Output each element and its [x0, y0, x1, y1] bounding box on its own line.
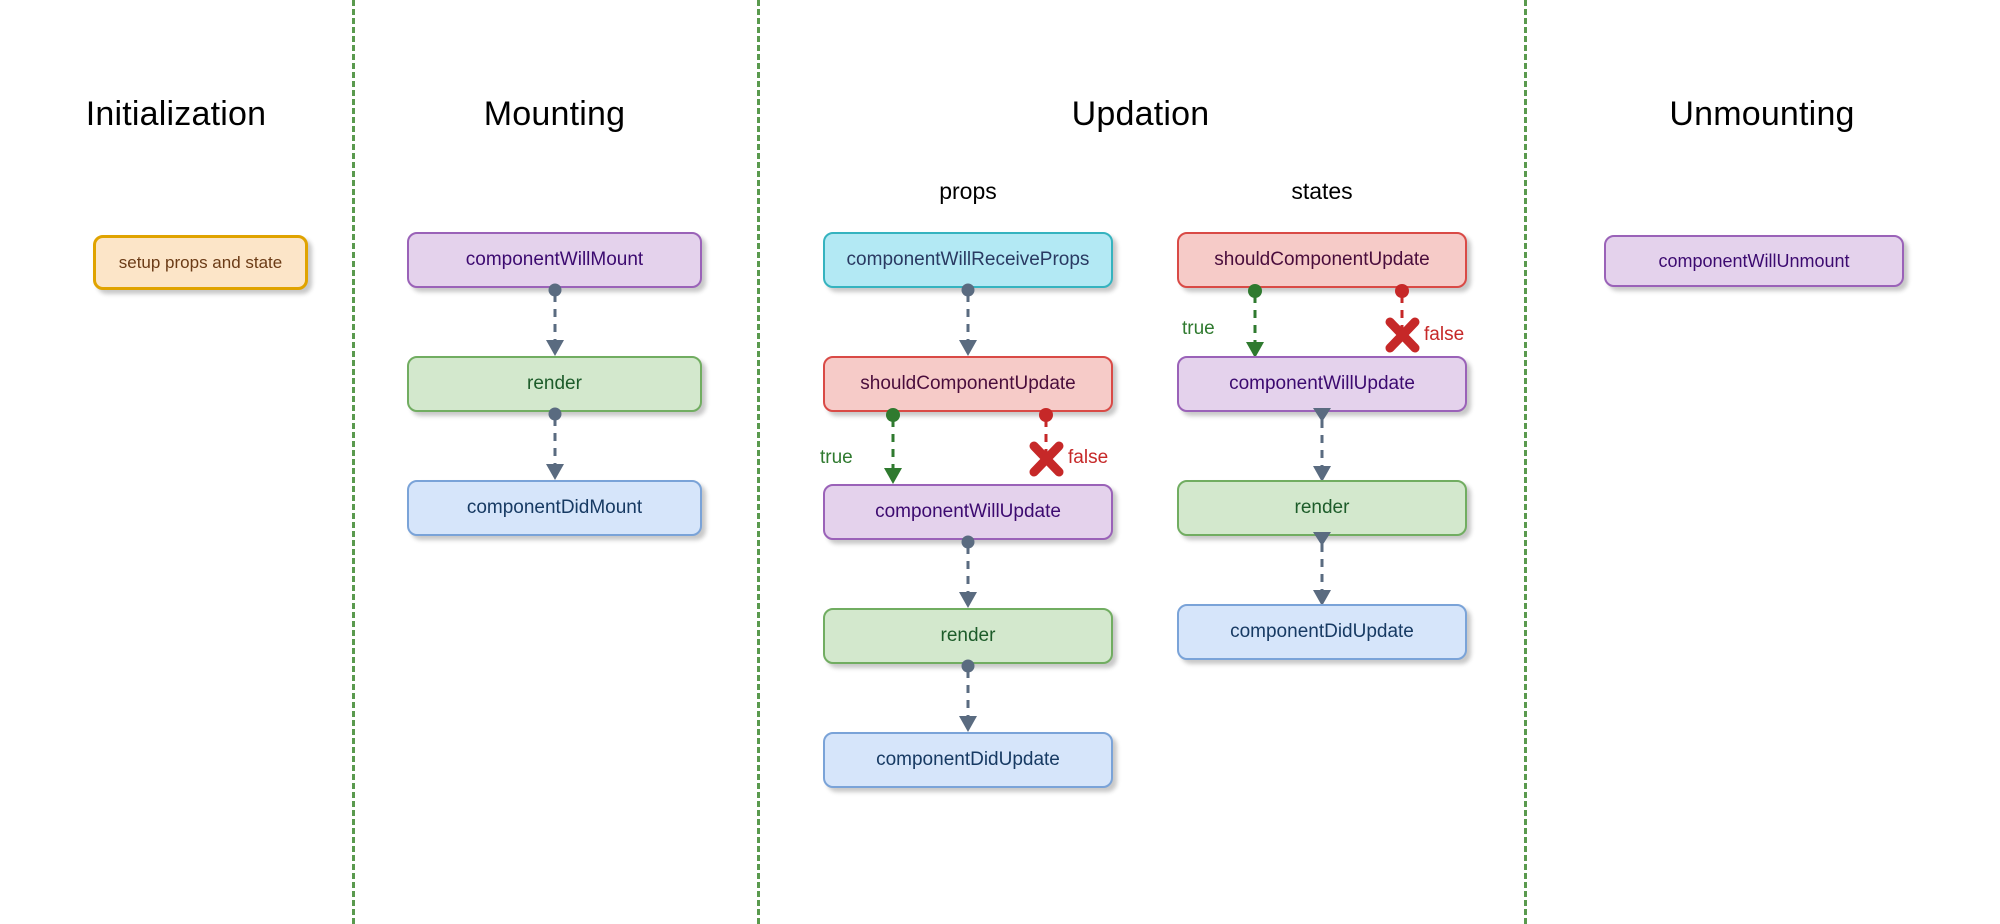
node-should-component-update-props[interactable]: shouldComponentUpdate	[823, 356, 1113, 412]
node-render-props[interactable]: render	[823, 608, 1113, 664]
connector-source-arrowhead	[1313, 408, 1331, 422]
connector-source-dot	[961, 535, 975, 549]
true-branch-arrowhead	[1246, 342, 1264, 358]
connector-props-false-branch	[1029, 408, 1064, 477]
edge-label-props-false: false	[1068, 447, 1109, 468]
section-divider-3	[1524, 0, 1527, 924]
connector-source-dot	[548, 283, 562, 297]
connector-states-true-branch	[1246, 284, 1264, 358]
node-component-will-update-states[interactable]: componentWillUpdate	[1177, 356, 1467, 412]
connector-arrowhead	[546, 464, 564, 480]
connector-arrowhead	[959, 592, 977, 608]
true-branch-dot	[1248, 284, 1262, 298]
connector-source-dot	[961, 283, 975, 297]
connector-arrowhead	[1313, 466, 1331, 482]
node-should-component-update-states[interactable]: shouldComponentUpdate	[1177, 232, 1467, 288]
section-divider-2	[757, 0, 760, 924]
node-render-mounting[interactable]: render	[407, 356, 702, 412]
connector-arrowhead	[959, 716, 977, 732]
section-divider-1	[352, 0, 355, 924]
connector-render-to-did-update-props	[959, 659, 977, 732]
edge-label-props-true: true	[820, 447, 853, 468]
connector-will-update-to-render-states	[1313, 408, 1331, 482]
connector-will-mount-to-render	[546, 283, 564, 356]
node-component-did-mount[interactable]: componentDidMount	[407, 480, 702, 536]
false-branch-x-icon	[1029, 441, 1064, 477]
section-title-unmounting: Unmounting	[1669, 95, 1855, 133]
connector-source-dot	[548, 407, 562, 421]
node-render-states[interactable]: render	[1177, 480, 1467, 536]
edge-label-states-false: false	[1424, 324, 1465, 345]
false-branch-x-icon	[1385, 317, 1420, 353]
node-component-will-update-props[interactable]: componentWillUpdate	[823, 484, 1113, 540]
connector-props-true-branch	[884, 408, 902, 484]
true-branch-arrowhead	[884, 468, 902, 484]
connector-states-false-branch	[1385, 284, 1420, 353]
subsection-title-props: props	[939, 178, 997, 204]
connector-receive-props-to-should-update	[959, 283, 977, 356]
subsection-title-states: states	[1291, 178, 1353, 204]
section-title-mounting: Mounting	[483, 95, 626, 133]
node-component-did-update-props[interactable]: componentDidUpdate	[823, 732, 1113, 788]
connector-arrowhead	[546, 340, 564, 356]
node-component-will-mount[interactable]: componentWillMount	[407, 232, 702, 288]
node-component-will-receive-props[interactable]: componentWillReceiveProps	[823, 232, 1113, 288]
connector-render-to-did-update-states	[1313, 532, 1331, 606]
section-title-initialization: Initialization	[85, 95, 267, 133]
node-component-will-unmount[interactable]: componentWillUnmount	[1604, 235, 1904, 287]
section-title-updation: Updation	[1071, 95, 1210, 133]
connector-source-arrowhead	[1313, 532, 1331, 546]
node-setup-props-and-state[interactable]: setup props and state	[93, 235, 308, 290]
true-branch-dot	[886, 408, 900, 422]
edge-label-states-true: true	[1182, 318, 1215, 339]
node-component-did-update-states[interactable]: componentDidUpdate	[1177, 604, 1467, 660]
connector-will-update-to-render-props	[959, 535, 977, 608]
connector-render-to-did-mount	[546, 407, 564, 480]
false-branch-dot	[1395, 284, 1409, 298]
connector-source-dot	[961, 659, 975, 673]
connector-arrowhead	[959, 340, 977, 356]
false-branch-dot	[1039, 408, 1053, 422]
connector-arrowhead	[1313, 590, 1331, 606]
